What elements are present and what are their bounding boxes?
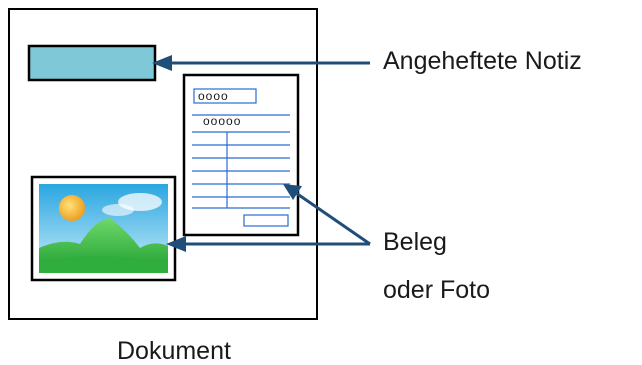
receipt-icon: oooo ooooo [182, 73, 300, 237]
receipt-or-photo-label-line2: oder Foto [383, 276, 491, 304]
arrow-to-sticky-note [152, 55, 370, 71]
arrow-to-receipt [283, 184, 371, 246]
receipt-header-text: oooo [198, 89, 229, 103]
arrow-to-photo [166, 236, 370, 252]
receipt-subheader-text: ooooo [203, 114, 241, 128]
sticky-note [27, 44, 157, 82]
receipt-or-photo-label-line1: Beleg [383, 228, 447, 256]
document-label: Dokument [117, 337, 231, 365]
landscape-photo-icon [30, 175, 177, 282]
sticky-note-label: Angeheftete Notiz [383, 47, 582, 75]
sun-icon [59, 195, 85, 221]
